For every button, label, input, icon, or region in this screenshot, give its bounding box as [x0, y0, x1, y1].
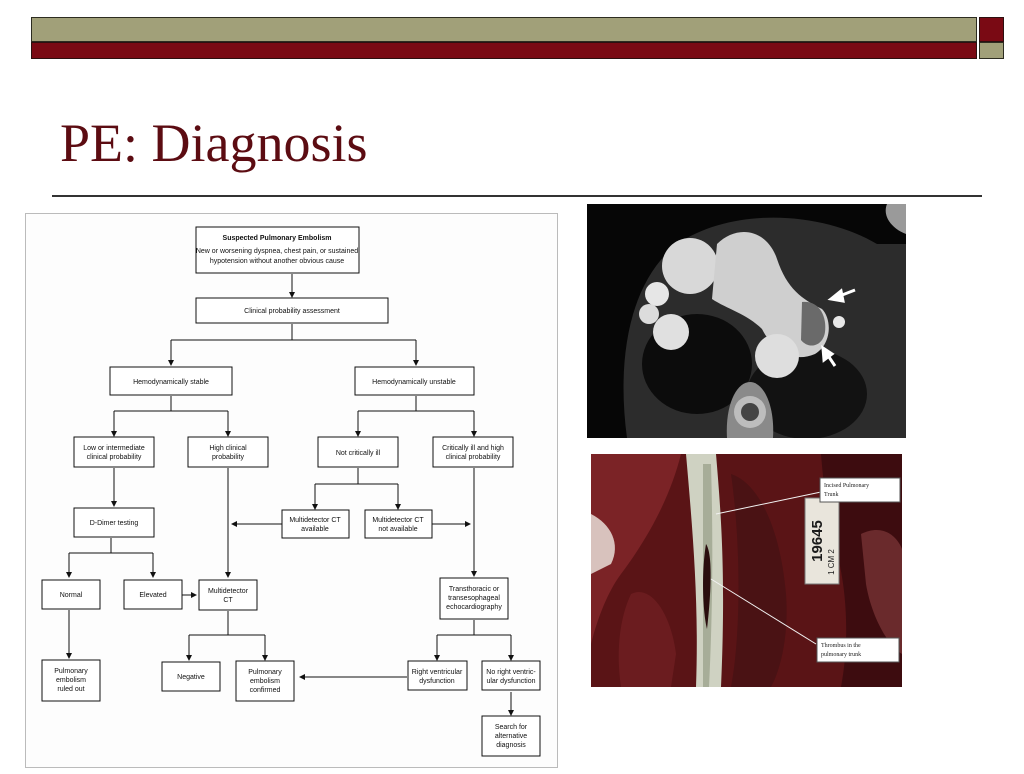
label-normal: Normal	[60, 592, 83, 599]
label-echo-line1: Transthoracic or	[449, 586, 500, 593]
label-confirmed-line3: confirmed	[250, 687, 281, 694]
label-suspected-title: Suspected Pulmonary Embolism	[223, 235, 332, 242]
flowchart-boxes	[41, 226, 541, 757]
label-echo-line3: echocardiography	[446, 604, 502, 611]
box-hemo-stable	[109, 366, 233, 396]
label-thrombus-line2: pulmonary trunk	[821, 652, 861, 658]
ct-arrows	[821, 288, 856, 367]
header-band-red	[31, 42, 977, 59]
specimen-ruler-text: 1 CM 2	[827, 549, 836, 575]
label-negative: Negative	[177, 674, 205, 681]
label-ruled-out-line2: embolism	[56, 677, 86, 684]
gross-specimen-image: 19645 1 CM 2 Incised Pulmonary Trunk Thr…	[591, 454, 902, 687]
slide-title: PE: Diagnosis	[60, 113, 368, 173]
box-normal	[41, 579, 101, 610]
label-suspected-line2: hypotension without another obvious caus…	[210, 258, 344, 265]
box-critically-ill	[432, 436, 514, 468]
box-search-alternative	[481, 715, 541, 757]
specimen-tag: 19645 1 CM 2	[804, 497, 840, 585]
box-ct-available	[281, 509, 350, 539]
label-ct-available-line2: available	[301, 526, 329, 533]
box-suspected-pe	[195, 226, 360, 274]
specimen-tag-number: 19645	[809, 520, 826, 562]
label-ruled-out-line1: Pulmonary	[54, 668, 88, 675]
label-search-line3: diagnosis	[496, 742, 526, 749]
label-ruled-out-line3: ruled out	[57, 686, 84, 693]
title-rule	[52, 195, 982, 197]
label-mdct-line2: CT	[223, 597, 233, 604]
label-ct-not-available-line1: Multidetector CT	[372, 517, 424, 524]
annotation-pointers	[710, 491, 822, 645]
box-pe-ruled-out	[41, 659, 101, 702]
label-confirmed-line2: embolism	[250, 678, 280, 685]
label-hemo-unstable: Hemodynamically unstable	[372, 379, 456, 386]
box-rv-dysfunction	[407, 660, 468, 691]
label-not-critically-ill: Not critically ill	[336, 450, 381, 457]
label-high-prob-line2: probability	[212, 454, 244, 461]
box-ct-not-available	[364, 509, 433, 539]
label-rv-line1: Right ventricular	[412, 669, 463, 676]
box-high-probability	[187, 436, 269, 468]
label-search-line1: Search for	[495, 724, 528, 731]
label-thrombus-line1: Thrombus in the	[821, 643, 861, 649]
label-no-rv-line2: ular dysfunction	[486, 678, 535, 685]
label-high-prob-line1: High clinical	[209, 445, 247, 452]
ct-scan-svg	[587, 204, 906, 438]
label-ddimer: D-Dimer testing	[90, 520, 139, 527]
label-elevated: Elevated	[139, 592, 166, 599]
label-ct-available-line1: Multidetector CT	[289, 517, 341, 524]
label-incised-line2: Trunk	[824, 492, 838, 498]
label-critically-ill-line2: clinical probability	[446, 454, 501, 461]
box-mdct	[198, 579, 258, 611]
flowchart-labels: Suspected Pulmonary Embolism New or wors…	[54, 235, 536, 749]
ct-scan-image	[587, 204, 906, 438]
label-rv-line2: dysfunction	[419, 678, 455, 685]
header-band-olive	[31, 17, 977, 42]
label-no-rv-line1: No right ventric-	[486, 669, 536, 676]
box-negative	[161, 661, 221, 692]
box-not-critically-ill	[317, 436, 399, 468]
label-ct-not-available-line2: not available	[378, 526, 417, 533]
label-thrombus: Thrombus in the pulmonary trunk	[816, 637, 900, 663]
label-low-int-line2: clinical probability	[87, 454, 142, 461]
box-ddimer	[73, 507, 155, 538]
label-incised-trunk: Incised Pulmonary Trunk	[819, 477, 901, 503]
box-hemo-unstable	[354, 366, 475, 396]
header-square-olive	[979, 42, 1004, 59]
label-echo-line2: transesophageal	[448, 595, 500, 602]
label-hemo-stable: Hemodynamically stable	[133, 379, 209, 386]
label-critically-ill-line1: Critically ill and high	[442, 445, 504, 452]
box-low-intermediate	[73, 436, 155, 468]
diagnosis-flowchart: Suspected Pulmonary Embolism New or wors…	[25, 213, 558, 768]
label-suspected-line1: New or worsening dyspnea, chest pain, or…	[196, 248, 358, 255]
box-clinical-assessment	[195, 297, 389, 324]
flowchart-svg: Suspected Pulmonary Embolism New or wors…	[41, 226, 541, 757]
label-low-int-line1: Low or intermediate	[83, 445, 145, 452]
flowchart-connectors	[66, 274, 514, 716]
box-pe-confirmed	[235, 660, 295, 702]
label-clinical-assessment: Clinical probability assessment	[244, 308, 340, 315]
box-echo	[439, 577, 509, 620]
label-confirmed-line1: Pulmonary	[248, 669, 282, 676]
label-mdct-line1: Multidetector	[208, 588, 249, 595]
gross-specimen-svg: 19645 1 CM 2 Incised Pulmonary Trunk Thr…	[591, 454, 902, 687]
box-elevated	[123, 579, 183, 610]
label-search-line2: alternative	[495, 733, 527, 740]
box-no-rv-dysfunction	[481, 660, 541, 691]
label-incised-line1: Incised Pulmonary	[824, 483, 869, 489]
header-square-red	[979, 17, 1004, 42]
